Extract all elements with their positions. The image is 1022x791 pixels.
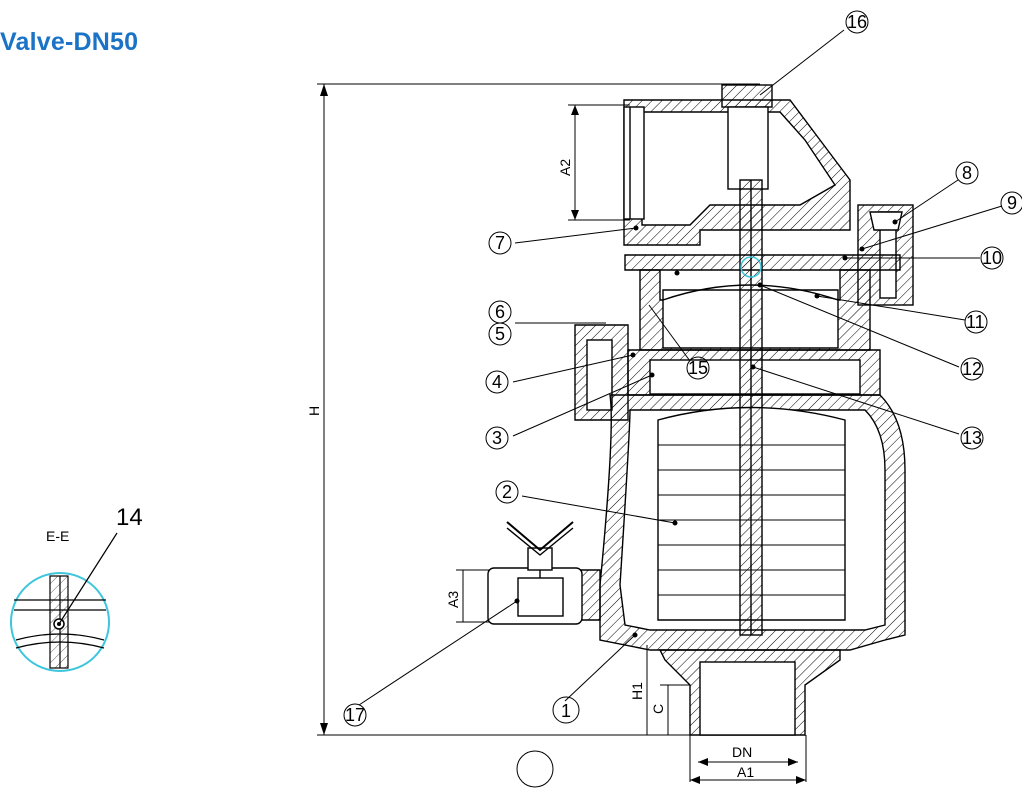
callout-labels: 2 3 4 6 5 7 16 8 9 10 11 12 13 15 1 17 — [345, 12, 1017, 725]
callout-4: 4 — [492, 372, 502, 392]
section-label: E-E — [46, 528, 69, 544]
dim-a1: A1 — [737, 764, 754, 780]
callout-17: 17 — [345, 705, 365, 725]
dim-h: H — [306, 406, 322, 416]
callout-dots — [514, 219, 898, 638]
dim-a2: A2 — [557, 159, 573, 176]
callout-16: 16 — [847, 12, 867, 32]
callout-13: 13 — [962, 428, 982, 448]
detail-circle — [10, 572, 110, 672]
valve-section-view — [487, 84, 914, 736]
callouts — [343, 10, 1022, 727]
callout-2: 2 — [502, 482, 512, 502]
callout-12: 12 — [962, 359, 982, 379]
callout-7: 7 — [495, 233, 505, 253]
callout-3: 3 — [492, 428, 502, 448]
section-e-e-detail: E-E 14 — [10, 504, 143, 672]
dim-a3: A3 — [445, 591, 461, 608]
callout-10: 10 — [982, 248, 1002, 268]
dimension-lines — [317, 83, 807, 782]
callout-15: 15 — [688, 358, 708, 378]
callout-6: 6 — [495, 302, 505, 322]
dim-c: C — [650, 704, 666, 714]
dim-h1: H1 — [629, 682, 645, 700]
dimension-arrows — [320, 84, 806, 784]
blank-circle — [516, 750, 554, 788]
callout-11: 11 — [966, 312, 985, 332]
detail-number: 14 — [116, 504, 143, 531]
callout-9: 9 — [1007, 193, 1017, 213]
drawing-title: Valve-DN50 — [0, 28, 139, 56]
dim-dn: DN — [732, 744, 752, 760]
callout-5: 5 — [495, 324, 505, 344]
callout-1: 1 — [561, 701, 571, 721]
callout-8: 8 — [962, 163, 972, 183]
